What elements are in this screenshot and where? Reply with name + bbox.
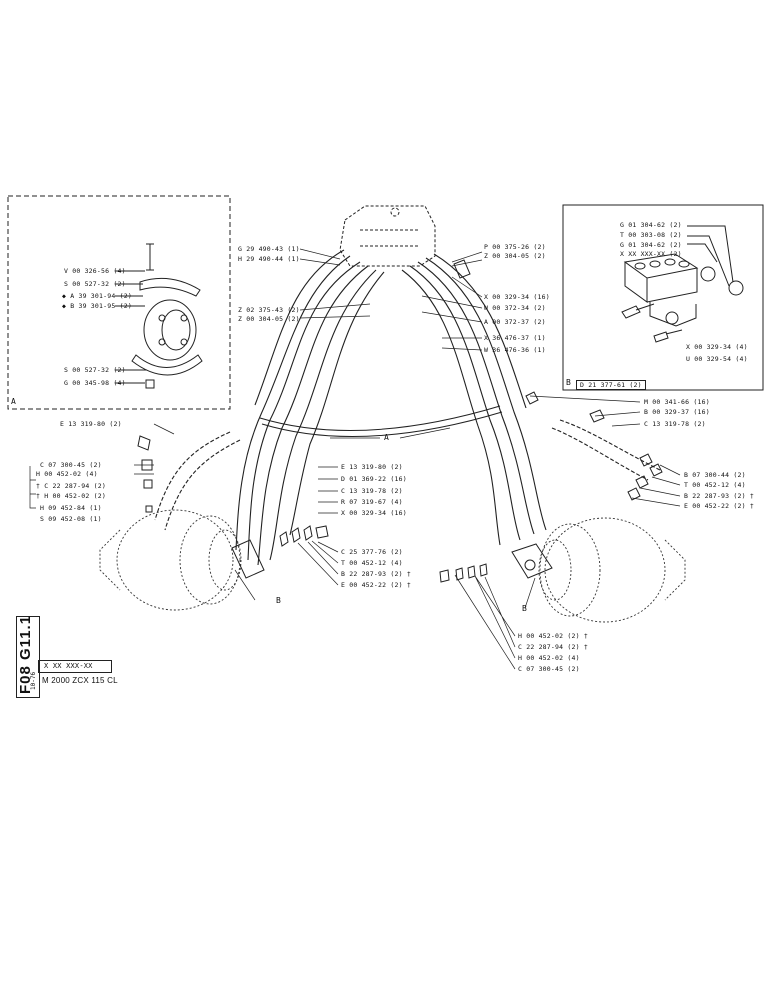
panel-b-part-3: G 01 304-62 (2): [620, 241, 682, 249]
brake-blocks: [231, 539, 553, 579]
panel-a-part-6: G 00 345-98 (4): [64, 379, 126, 387]
right-top-5: A 00 372-37 (2): [484, 318, 546, 326]
panel-b-ref: D 21 377-61 (2): [576, 380, 646, 390]
panel-b-part-4: X XX XXX-XX (2): [620, 250, 682, 258]
right-side-4: E 00 452-22 (2) †: [684, 502, 754, 510]
right-side-2: T 00 452-12 (4): [684, 481, 746, 489]
right-top-1: P 00 375-26 (2): [484, 243, 546, 251]
model-label: M 2000 ZCX 115 CL: [42, 676, 118, 685]
clamp-bands: [259, 405, 503, 437]
panel-a-frame: [7, 195, 231, 410]
bottom-right-1: H 00 452-02 (2) †: [518, 632, 588, 640]
leader-lines: [29, 248, 681, 670]
panel-b-part-1: G 01 304-62 (2): [620, 221, 682, 229]
right-wheel-hub: [538, 517, 686, 623]
center-top-2: H 29 490-44 (1): [238, 255, 300, 263]
right-side-1: B 07 300-44 (2): [684, 471, 746, 479]
ref-code: X XX XXX-XX: [44, 662, 93, 670]
right-top-3: X 00 329-34 (16): [484, 293, 550, 301]
drawing-date: 10-76: [30, 671, 37, 690]
bottom-right-4: C 07 300-45 (2): [518, 665, 580, 673]
callout-b-right: B: [522, 604, 528, 613]
panel-b-drawing: [621, 225, 744, 343]
left-side-6: H 09 452-84 (1): [40, 504, 102, 512]
left-side-2: C 07 300-45 (2): [40, 461, 102, 469]
center-top-3: Z 02 375-43 (2): [238, 306, 300, 314]
valve-block: [339, 205, 436, 267]
right-top-2: Z 00 304-05 (2): [484, 252, 546, 260]
right-side-3: B 22 287-93 (2) †: [684, 492, 754, 500]
panel-a-part-4: ◆ B 39 301-95 (2): [62, 302, 132, 310]
panel-a-drawing: [115, 243, 203, 389]
callout-b-left: B: [276, 596, 282, 605]
left-side-5: † H 00 452-02 (2): [36, 492, 106, 500]
panel-a-part-2: S 00 527-32 (2): [64, 280, 126, 288]
panel-a-label: A: [11, 397, 17, 406]
left-side-3: H 00 452-02 (4): [36, 470, 98, 478]
left-side-7: S 09 452-08 (1): [40, 515, 102, 523]
center-low-4: E 00 452-22 (2) †: [341, 581, 411, 589]
bottom-right-2: C 22 287-94 (2) †: [518, 643, 588, 651]
right-top-6: X 36 476-37 (1): [484, 334, 546, 342]
center-top-1: G 29 490-43 (1): [238, 245, 300, 253]
panel-b-part-2: T 00 303-08 (2): [620, 231, 682, 239]
right-mid-1: M 00 341-66 (16): [644, 398, 710, 406]
center-mid-2: D 01 369-22 (16): [341, 475, 407, 483]
left-wheel-hub: [99, 509, 242, 611]
center-mid-5: X 00 329-34 (16): [341, 509, 407, 517]
panel-b-frame: [562, 204, 764, 391]
right-mid-2: B 00 329-37 (16): [644, 408, 710, 416]
panel-a-part-3: ◆ A 39 301-94 (2): [62, 292, 132, 300]
right-top-4: W 00 372-34 (2): [484, 304, 546, 312]
center-mid-3: C 13 319-78 (2): [341, 487, 403, 495]
panel-b-label: B: [566, 378, 572, 387]
left-side-4: † C 22 287-94 (2): [36, 482, 106, 490]
panel-a-part-5: S 00 527-32 (2): [64, 366, 126, 374]
center-low-1: C 25 377-76 (2): [341, 548, 403, 556]
center-mid-4: R 07 319-67 (4): [341, 498, 403, 506]
fittings: [137, 259, 663, 583]
right-mid-3: C 13 319-78 (2): [644, 420, 706, 428]
title-block: [16, 616, 40, 698]
callout-a: A: [384, 433, 390, 442]
left-hose-bundle: [154, 249, 385, 566]
panel-a-part-1: V 00 326-56 (4): [64, 267, 126, 275]
center-mid-1: E 13 319-80 (2): [341, 463, 403, 471]
panel-b-part-5: X 00 329-34 (4): [686, 343, 748, 351]
right-top-7: W 36 476-36 (1): [484, 346, 546, 354]
center-low-3: B 22 287-93 (2) †: [341, 570, 411, 578]
panel-b-part-6: U 00 329-54 (4): [686, 355, 748, 363]
bottom-right-3: H 00 452-02 (4): [518, 654, 580, 662]
center-low-2: T 00 452-12 (4): [341, 559, 403, 567]
center-top-4: Z 00 304-05 (2): [238, 315, 300, 323]
left-side-1: E 13 319-80 (2): [60, 420, 122, 428]
ref-box: [38, 660, 112, 673]
